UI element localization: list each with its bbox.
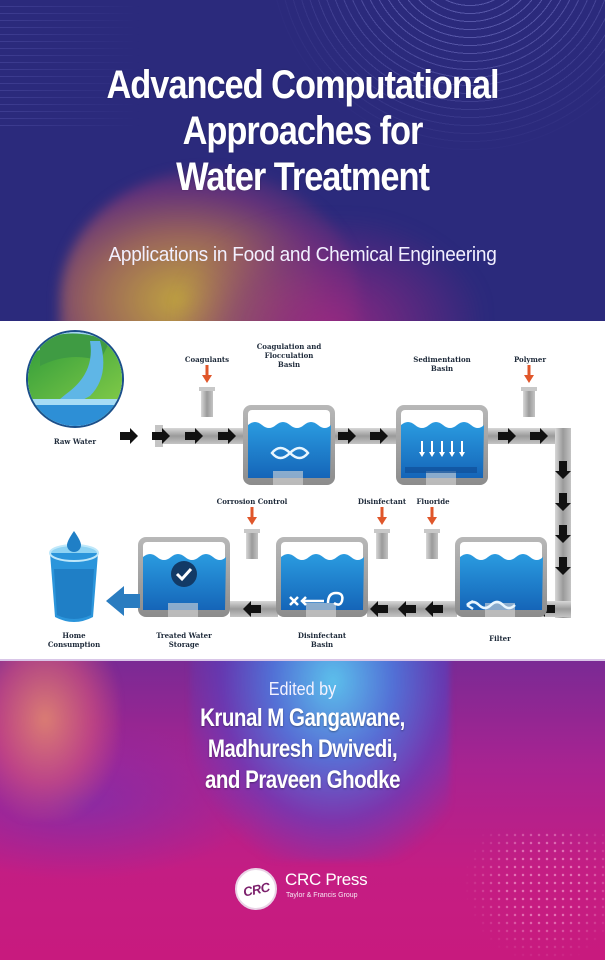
fluoride-inlet: [422, 505, 442, 561]
label-home-consumption: Home Consumption: [47, 631, 101, 649]
crc-logo-icon: CRC: [235, 868, 277, 910]
dot-pattern: [455, 831, 605, 960]
treated-water-storage-tank: [138, 537, 230, 617]
edited-by-label: Edited by: [268, 679, 337, 699]
label-polymer: Polymer: [513, 355, 547, 364]
polymer-inlet: [519, 363, 539, 419]
title-line: Water Treatment: [176, 155, 430, 199]
book-title: Advanced Computational Approaches for Wa…: [42, 62, 562, 200]
label-coagulation-flocculation-basin: Coagulation and Flocculation Basin: [256, 342, 322, 369]
label-filter: Filter: [489, 634, 511, 643]
water-treatment-diagram: Raw Water Coagulants Coagulation and Flo…: [0, 321, 605, 661]
label-sedimentation-basin: Sedimentation Basin: [413, 355, 471, 373]
label-fluoride: Fluoride: [416, 497, 450, 506]
filter-tank: [455, 537, 547, 617]
label-coagulants: Coagulants: [184, 355, 230, 364]
publisher-name: CRC Press: [285, 870, 368, 889]
raw-water-icon: [26, 330, 124, 428]
sedimentation-tank: [396, 405, 488, 485]
label-disinfectant: Disinfectant: [357, 497, 407, 506]
coagulants-inlet: [197, 363, 217, 419]
flower-decoration: [0, 661, 120, 821]
editor-name: and Praveen Ghodke: [204, 766, 401, 794]
title-line: Approaches for: [182, 109, 424, 153]
outflow-arrow: [106, 586, 140, 616]
corrosion-control-inlet: [242, 505, 262, 561]
publisher-logo: CRC CRC Press Taylor & Francis Group: [235, 868, 395, 912]
bottom-editors-band: [0, 661, 605, 960]
editor-name: Madhuresh Dwivedi,: [207, 735, 398, 763]
disinfectant-tank: [276, 537, 368, 617]
home-consumption-icon: [49, 531, 99, 622]
label-treated-water-storage: Treated Water Storage: [156, 631, 212, 649]
decorative-lines: [0, 0, 140, 130]
editors-list: Krunal M Gangawane, Madhuresh Dwivedi, a…: [54, 703, 550, 796]
title-line: Advanced Computational: [106, 63, 499, 107]
process-flow-illustration: [26, 330, 571, 622]
publisher-group: Taylor & Francis Group: [286, 892, 358, 899]
top-title-band: [0, 0, 605, 321]
label-corrosion-control: Corrosion Control: [216, 497, 288, 506]
editor-name: Krunal M Gangawane,: [200, 704, 405, 732]
coagulation-flocculation-tank: [243, 405, 335, 485]
book-subtitle: Applications in Food and Chemical Engine…: [108, 243, 497, 266]
flower-decoration: [190, 661, 450, 861]
background-glow: [180, 220, 480, 321]
disinfectant-inlet: [372, 505, 392, 561]
label-raw-water: Raw Water: [53, 437, 97, 446]
label-disinfectant-basin: Disinfectant Basin: [297, 631, 347, 649]
